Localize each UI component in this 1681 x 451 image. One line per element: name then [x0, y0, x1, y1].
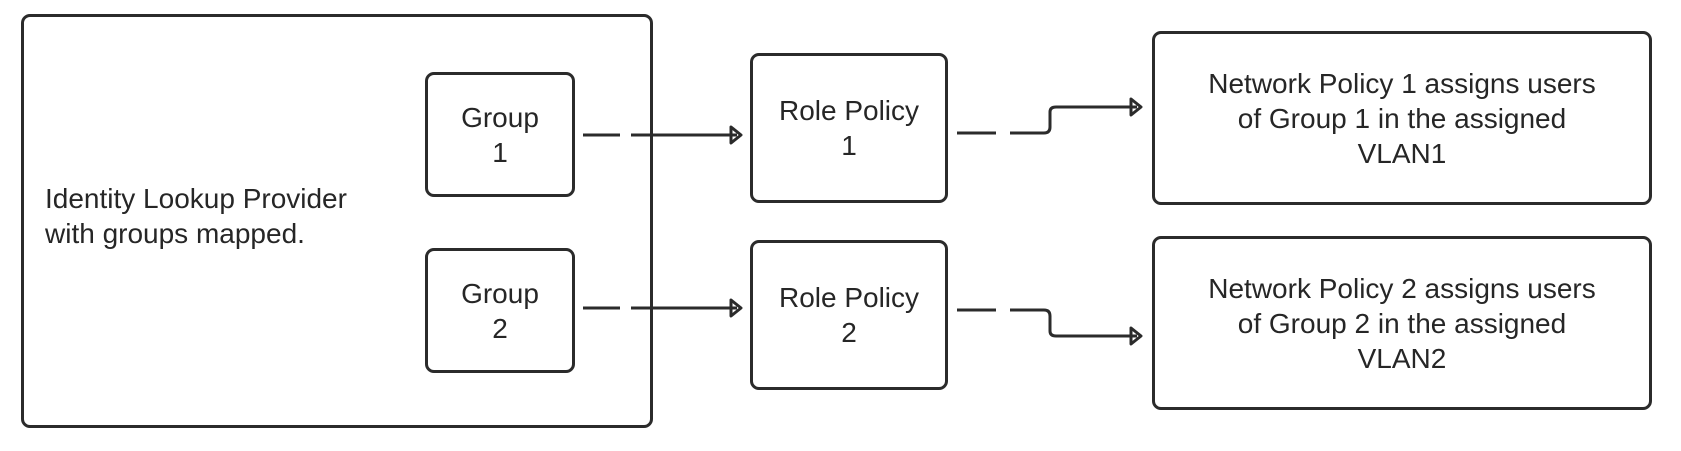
network-policy-1-label: Network Policy 1 assigns users of Group … [1208, 67, 1596, 169]
network-policy-2-label: Network Policy 2 assigns users of Group … [1208, 272, 1596, 374]
role-policy-1-box [750, 53, 948, 203]
role-policy-2-label: Role Policy 2 [778, 282, 920, 348]
group-2-label: Group 2 [461, 277, 539, 344]
role-policy-2-box [750, 240, 948, 390]
group-1-label: Group 1 [461, 101, 539, 168]
network-policy-2-box [1152, 236, 1652, 410]
group-1-box [425, 72, 575, 197]
arrowhead-role-policy-2 [729, 298, 743, 318]
network-policy-1-box [1152, 31, 1652, 205]
arrowhead-role-policy-1 [729, 125, 743, 145]
arrowhead-network-policy-2 [1129, 326, 1143, 346]
arrowhead-network-policy-1 [1129, 97, 1143, 117]
identity-provider-label: Identity Lookup Provider with groups map… [45, 183, 347, 249]
group-2-box [425, 248, 575, 373]
connector-role-policy-2-to-network-policy-2 [957, 308, 1137, 338]
connector-role-policy-1-to-network-policy-1 [957, 105, 1137, 135]
role-policy-1-label: Role Policy 1 [778, 95, 920, 161]
